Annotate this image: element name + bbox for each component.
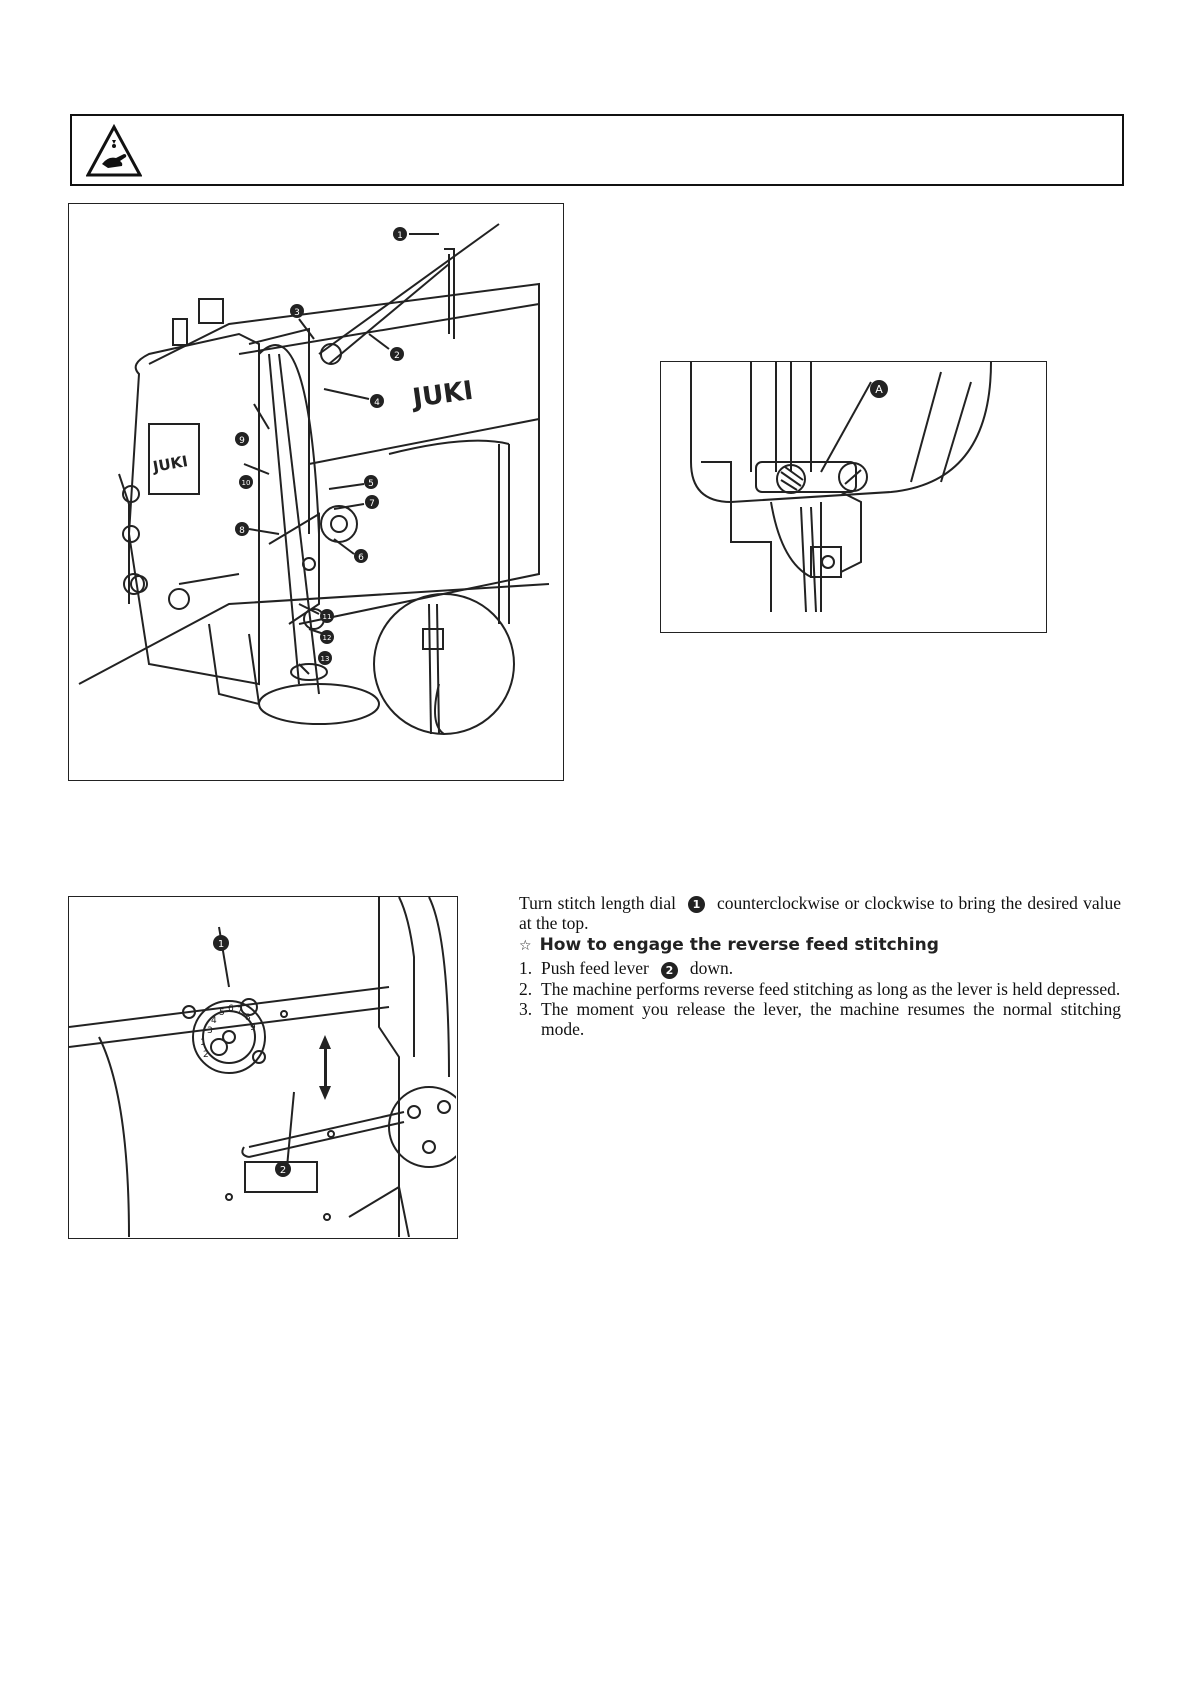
dial-scale: 1 2 3 4 5 6 7 8 9 [200,1004,256,1060]
svg-text:4: 4 [211,1016,217,1026]
svg-text:12: 12 [323,634,332,642]
callout-1: 1 [393,227,407,241]
svg-text:7: 7 [237,1006,243,1016]
svg-text:6: 6 [228,1004,234,1014]
callout-7: 7 [365,495,379,509]
svg-text:3: 3 [207,1026,213,1036]
caution-box [70,114,1124,186]
threading-figure: JUKI JUKI 1 2 3 4 5 6 7 8 9 10 11 12 13 [68,203,564,781]
callout-3: 3 [290,304,304,318]
svg-text:7: 7 [369,499,375,509]
callout-8: 8 [235,522,249,536]
callout-4: 4 [370,394,384,408]
callout-10: 10 [239,475,253,489]
svg-text:5: 5 [368,479,374,489]
svg-text:1: 1 [200,1038,206,1048]
threading-illustration: JUKI JUKI 1 2 3 4 5 6 7 8 9 10 11 12 13 [78,223,550,735]
callout-6: 6 [354,549,368,563]
svg-text:6: 6 [358,553,364,563]
svg-text:2: 2 [203,1050,209,1060]
svg-text:4: 4 [374,398,380,408]
callout-11: 11 [320,609,334,623]
needle-clamp-figure: A [660,361,1047,633]
step-3: 3. The moment you release the lever, the… [519,998,1121,1039]
callout-inline-1: 1 [688,896,705,914]
callout-2: 2 [390,347,404,361]
stitch-dial-illustration: 1 2 3 4 5 6 7 8 9 1 2 [69,897,456,1237]
svg-text:A: A [875,383,883,396]
svg-text:8: 8 [239,526,245,536]
callouts: 1 2 3 4 5 6 7 8 9 10 11 12 13 [235,227,407,665]
callout-5: 5 [364,475,378,489]
svg-text:8: 8 [245,1013,251,1023]
brand-logo-head: JUKI [151,452,190,476]
callout-inline-2: 2 [660,961,678,979]
svg-text:10: 10 [242,479,251,487]
callout-dial-1: 1 [213,935,229,951]
svg-text:9: 9 [250,1023,256,1033]
svg-text:13: 13 [321,655,330,663]
svg-text:1: 1 [218,939,224,950]
star-icon: ☆ [519,938,532,955]
callout-A: A [870,380,888,398]
needle-clamp-illustration: A [690,362,992,613]
callout-13: 13 [318,651,332,665]
svg-text:3: 3 [294,308,300,318]
stitch-dial-figure: 1 2 3 4 5 6 7 8 9 1 2 [68,896,458,1239]
callout-9: 9 [235,432,249,446]
section-heading: ☆How to engage the reverse feed stitchin… [519,935,939,956]
brand-logo-arm: JUKI [409,376,475,414]
svg-text:9: 9 [239,436,245,446]
svg-text:11: 11 [323,613,332,621]
up-down-arrow-icon [319,1035,331,1100]
svg-text:5: 5 [219,1008,225,1018]
hand-crush-warning-icon [86,124,142,177]
step-2: 2. The machine performs reverse feed sti… [519,978,1121,999]
callout-lever-2: 2 [275,1161,291,1177]
svg-text:2: 2 [280,1165,286,1176]
callout-12: 12 [320,630,334,644]
svg-text:1: 1 [397,231,403,241]
svg-text:2: 2 [394,351,400,361]
